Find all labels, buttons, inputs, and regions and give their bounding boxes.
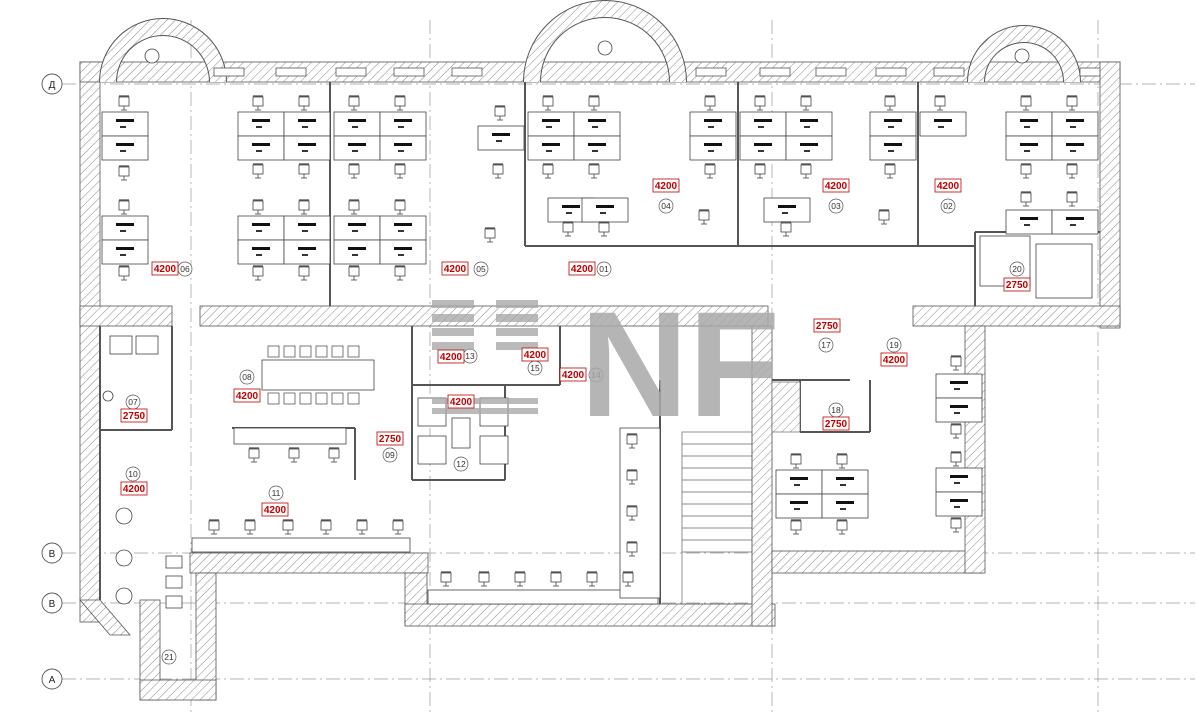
room-number-14: 14 bbox=[591, 370, 601, 380]
watermark-text: NF bbox=[580, 280, 780, 448]
height-label-06: 4200 bbox=[154, 264, 177, 275]
room-number-02: 02 bbox=[943, 201, 953, 211]
height-label-12: 4200 bbox=[450, 397, 473, 408]
axis-label-a: А bbox=[49, 675, 56, 686]
exterior-walls bbox=[79, 61, 1121, 701]
height-label-13: 4200 bbox=[440, 352, 463, 363]
axis-label-d: Д bbox=[49, 80, 56, 91]
room-number-06: 06 bbox=[180, 264, 190, 274]
room-number-17: 17 bbox=[821, 340, 831, 350]
bay-windows bbox=[99, 0, 1081, 83]
height-label-08: 4200 bbox=[236, 391, 259, 402]
room-number-05: 05 bbox=[476, 264, 486, 274]
room-number-10: 10 bbox=[128, 469, 138, 479]
room-number-12: 12 bbox=[456, 459, 466, 469]
room-number-20: 20 bbox=[1012, 264, 1022, 274]
height-label-14: 4200 bbox=[562, 370, 585, 381]
staircase bbox=[681, 381, 801, 605]
height-label-03: 4200 bbox=[825, 181, 848, 192]
height-label-01: 4200 bbox=[571, 264, 594, 275]
height-label-09: 2750 bbox=[379, 434, 402, 445]
room-number-03: 03 bbox=[831, 201, 841, 211]
room-number-19: 19 bbox=[889, 340, 899, 350]
axis-label-v1: В bbox=[49, 549, 56, 560]
room-number-08: 08 bbox=[242, 372, 252, 382]
height-label-15: 4200 bbox=[524, 350, 547, 361]
height-label-04: 4200 bbox=[655, 181, 678, 192]
room-number-09: 09 bbox=[385, 450, 395, 460]
room-number-07: 07 bbox=[128, 397, 138, 407]
height-label-10: 4200 bbox=[123, 484, 146, 495]
axis-markers: Д В В А bbox=[41, 73, 63, 690]
height-label-07: 2750 bbox=[123, 411, 146, 422]
height-labels: 4200 4200 4200 4200 4200 4200 2750 4200 … bbox=[120, 178, 1031, 517]
height-label-20: 2750 bbox=[1006, 280, 1029, 291]
windows-top bbox=[213, 67, 1101, 77]
height-label-18: 2750 bbox=[825, 419, 848, 430]
meeting-table bbox=[261, 345, 375, 405]
room-number-11: 11 bbox=[272, 488, 281, 498]
room-number-18: 18 bbox=[831, 405, 841, 415]
axis-label-v2: В bbox=[49, 599, 56, 610]
room-number-13: 13 bbox=[465, 351, 475, 361]
room-number-01: 01 bbox=[599, 264, 609, 274]
room-number-15: 15 bbox=[530, 363, 540, 373]
height-label-02: 4200 bbox=[937, 181, 960, 192]
height-label-11: 4200 bbox=[264, 505, 287, 516]
room-number-04: 04 bbox=[661, 201, 671, 211]
height-label-05: 4200 bbox=[444, 264, 467, 275]
room-numbers: 01 02 03 04 05 06 07 08 09 10 11 12 13 1… bbox=[125, 198, 1025, 665]
height-label-19: 4200 bbox=[883, 355, 906, 366]
height-label-17: 2750 bbox=[816, 321, 839, 332]
room-number-21: 21 bbox=[164, 652, 174, 662]
watermark-logo: NF bbox=[432, 280, 780, 448]
